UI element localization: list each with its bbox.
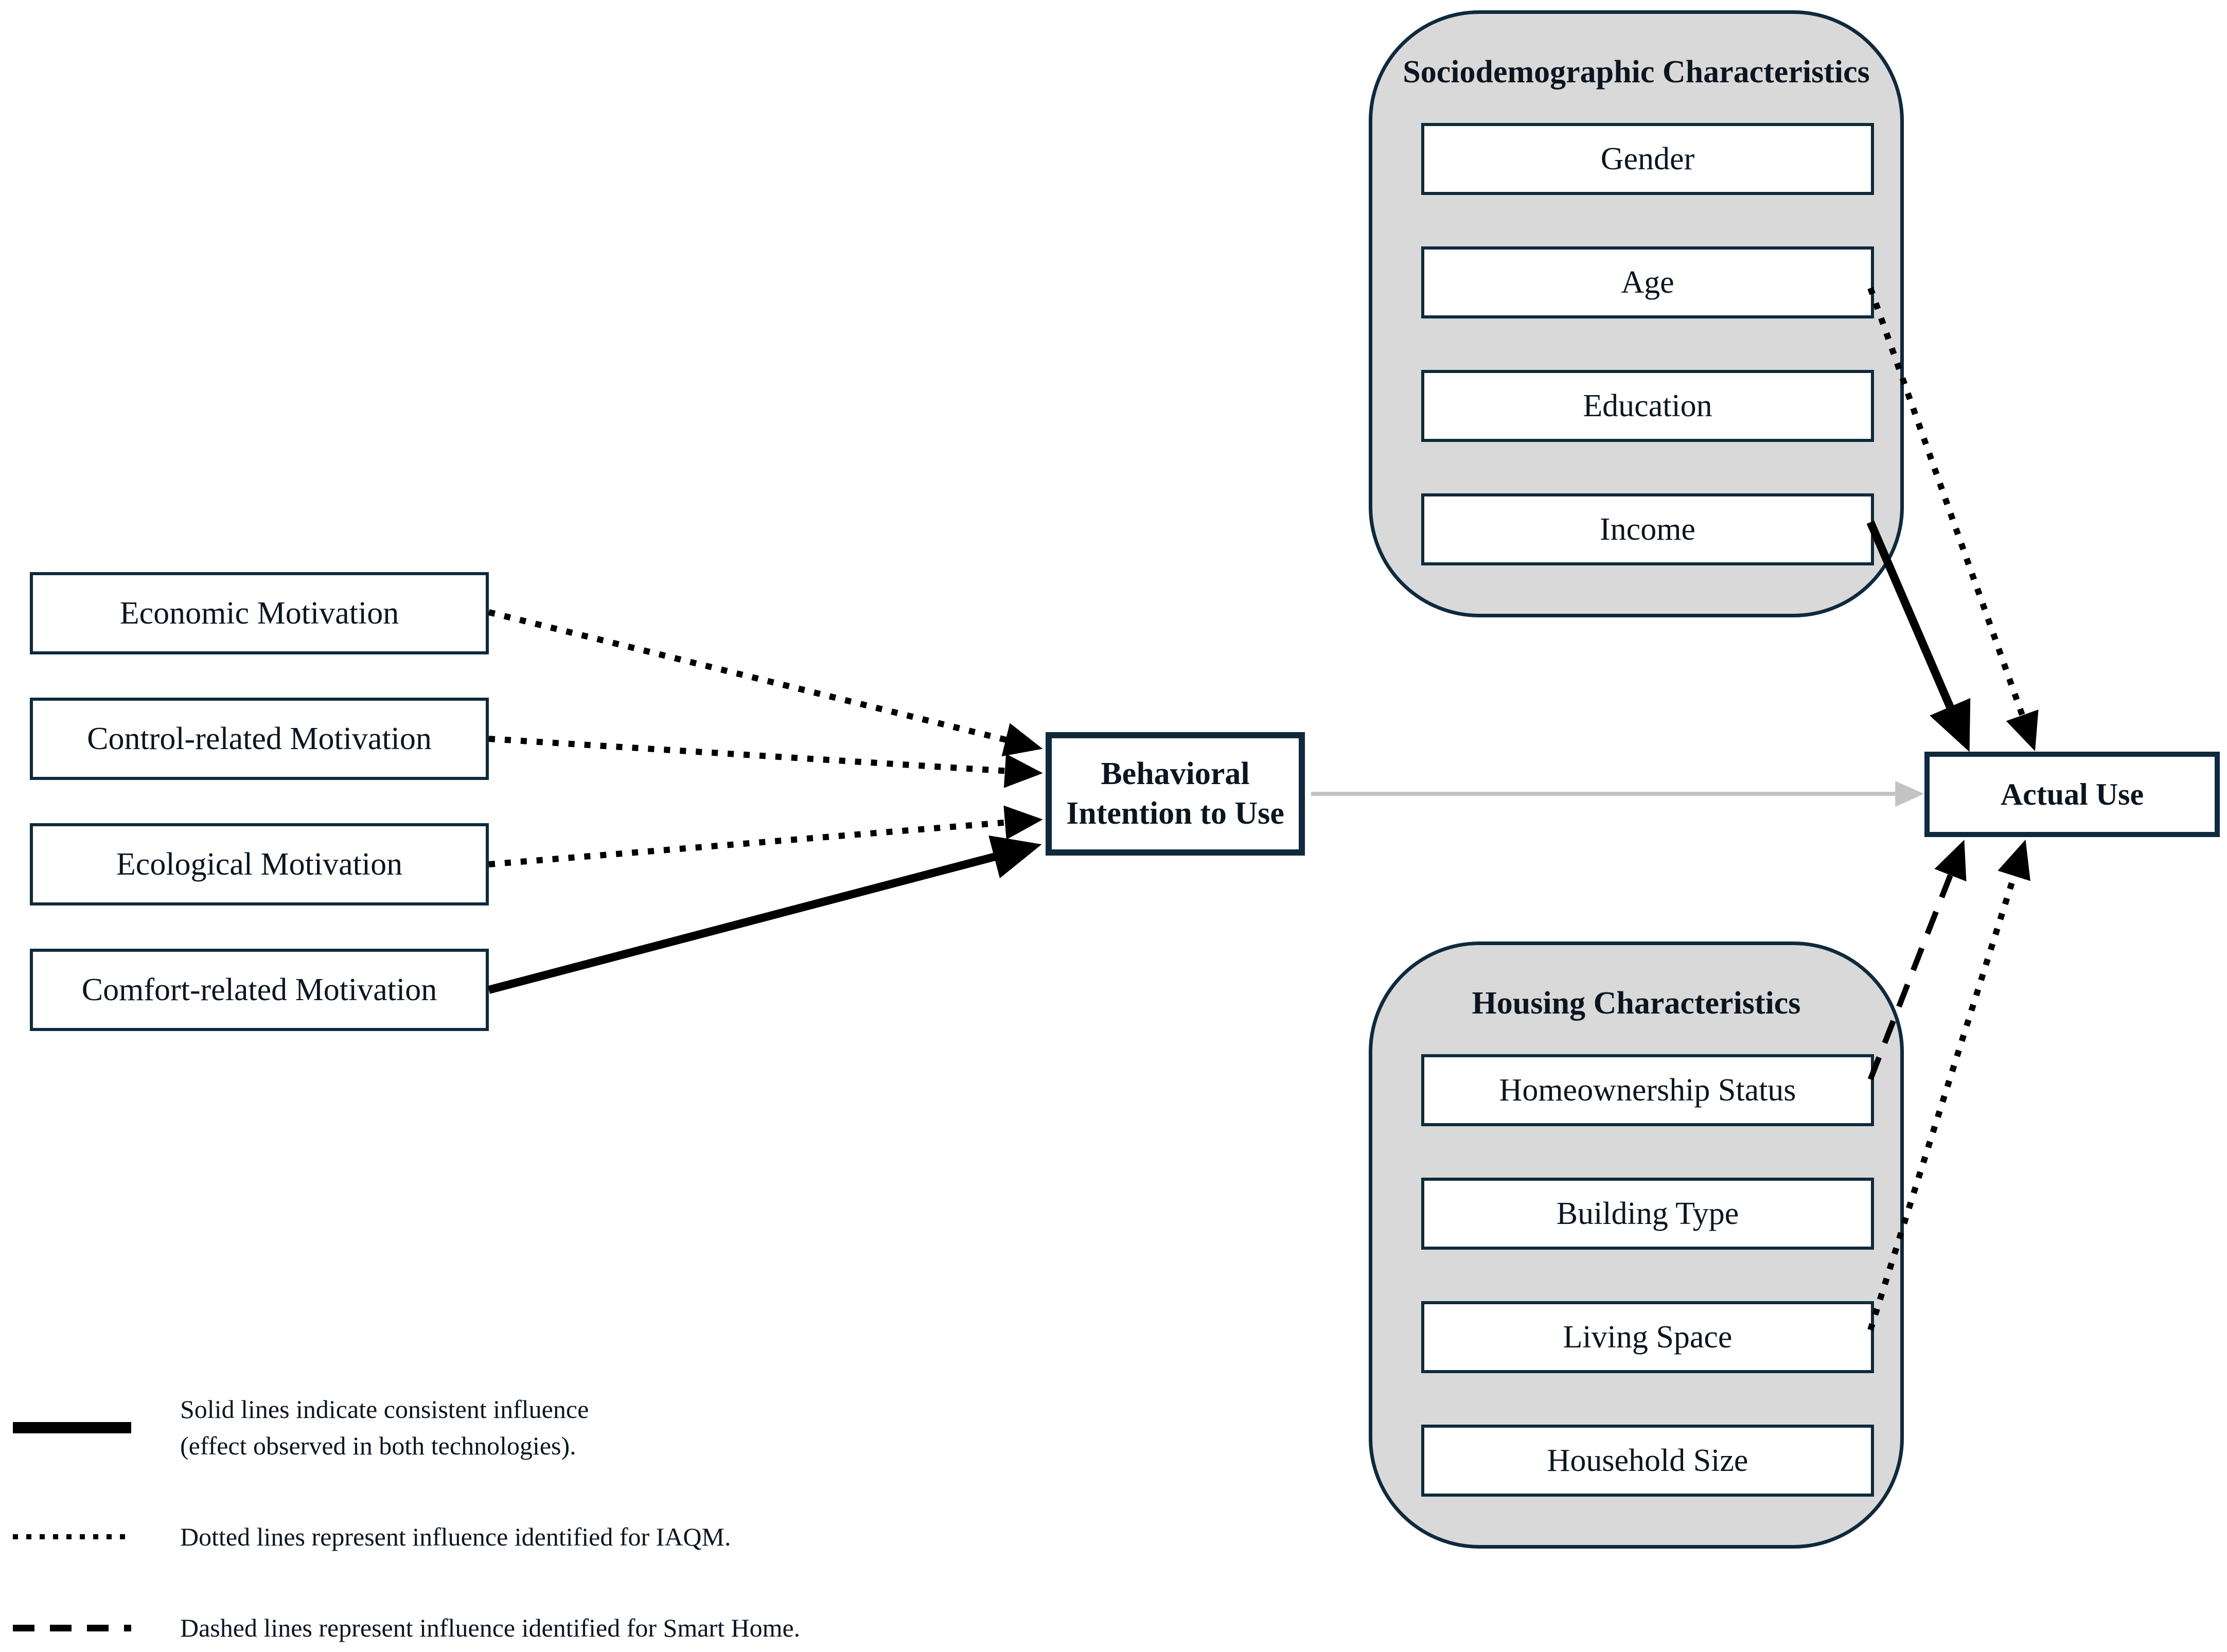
behavioral-intention-line1: Behavioral: [1101, 756, 1250, 791]
legend-solid-text-line1: Solid lines indicate consistent influenc…: [180, 1395, 589, 1424]
homeownership-status-box: Homeownership Status: [1421, 1054, 1874, 1126]
gender-box: Gender: [1421, 123, 1874, 195]
legend-dashed-text: Dashed lines represent influence identif…: [180, 1613, 801, 1642]
behavioral-intention-box: Behavioral Intention to Use: [1046, 732, 1305, 856]
education-label: Education: [1583, 388, 1712, 423]
household-size-label: Household Size: [1547, 1443, 1748, 1478]
legend-row-solid: Solid lines indicate consistent influenc…: [13, 1384, 900, 1471]
control-related-motivation-box: Control-related Motivation: [30, 698, 489, 780]
living-space-box: Living Space: [1421, 1301, 1874, 1373]
edge-control-to-intention: [488, 736, 1043, 788]
dashed-line-sample: [13, 1624, 131, 1631]
edge-economic-to-intention: [488, 609, 1043, 757]
legend-solid-text: Solid lines indicate consistent influenc…: [180, 1391, 900, 1464]
age-box: Age: [1421, 246, 1874, 318]
education-box: Education: [1421, 370, 1874, 442]
ecological-motivation-label: Ecological Motivation: [116, 846, 403, 882]
solid-line-sample: [13, 1422, 131, 1433]
building-type-box: Building Type: [1421, 1178, 1874, 1250]
actual-use-label: Actual Use: [2000, 777, 2144, 811]
housing-group: Housing Characteristics Homeownership St…: [1369, 942, 1904, 1549]
dotted-line-sample: [13, 1534, 131, 1539]
gender-label: Gender: [1600, 141, 1695, 176]
legend-dotted-text: Dotted lines represent influence identif…: [180, 1522, 731, 1551]
household-size-box: Household Size: [1421, 1425, 1874, 1497]
economic-motivation-label: Economic Motivation: [119, 595, 399, 631]
legend-row-dotted: Dotted lines represent influence identif…: [13, 1508, 731, 1565]
income-label: Income: [1600, 511, 1695, 547]
edge-ecological-to-intention: [488, 805, 1043, 867]
comfort-related-motivation-label: Comfort-related Motivation: [81, 972, 437, 1007]
sociodemographic-group: Sociodemographic Characteristics Gender …: [1369, 10, 1904, 617]
income-box: Income: [1421, 493, 1874, 565]
building-type-label: Building Type: [1556, 1196, 1739, 1231]
legend-row-dashed: Dashed lines represent influence identif…: [13, 1600, 800, 1652]
actual-use-box: Actual Use: [1924, 752, 2220, 837]
behavioral-intention-line2: Intention to Use: [1066, 796, 1284, 831]
comfort-related-motivation-box: Comfort-related Motivation: [30, 949, 489, 1031]
age-label: Age: [1621, 264, 1674, 300]
legend-solid-text-line2: (effect observed in both technologies).: [180, 1431, 576, 1460]
housing-group-title: Housing Characteristics: [1472, 986, 1801, 1021]
economic-motivation-box: Economic Motivation: [30, 572, 489, 654]
homeownership-status-label: Homeownership Status: [1499, 1072, 1796, 1108]
edge-comfort-to-intention: [487, 835, 1042, 994]
sociodemographic-group-title: Sociodemographic Characteristics: [1403, 55, 1870, 90]
living-space-label: Living Space: [1563, 1319, 1733, 1355]
control-related-motivation-label: Control-related Motivation: [87, 721, 432, 756]
ecological-motivation-box: Ecological Motivation: [30, 823, 489, 905]
